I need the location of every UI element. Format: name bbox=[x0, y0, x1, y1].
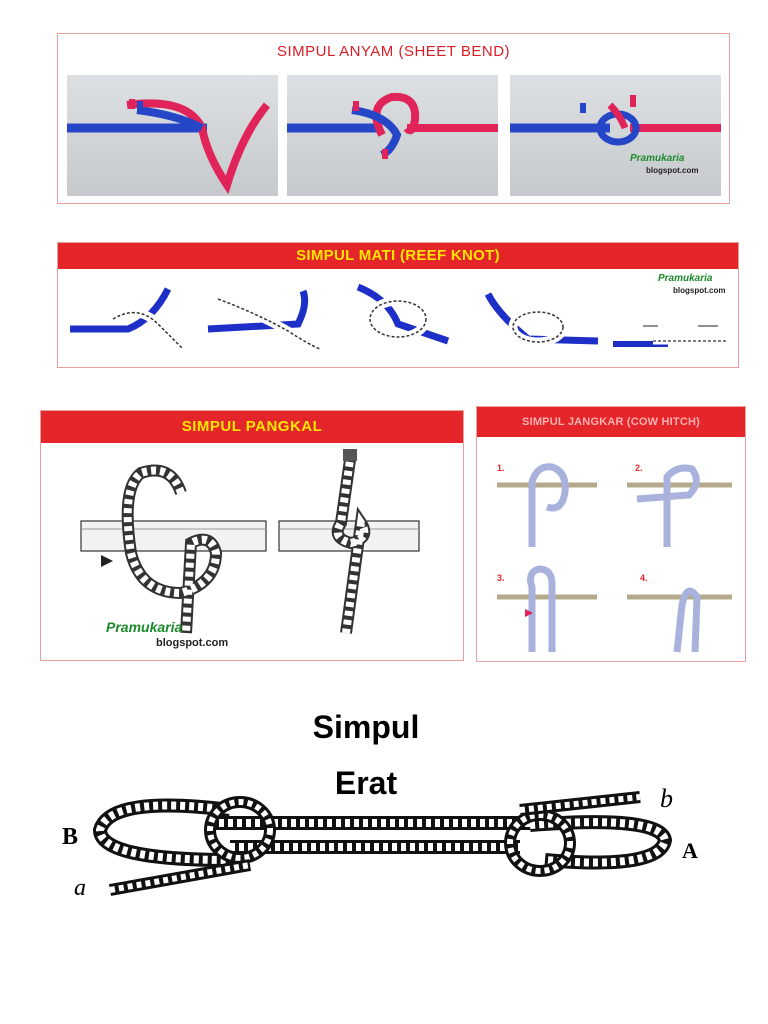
site-label: blogspot.com bbox=[646, 166, 699, 175]
reef-knot-title: SIMPUL MATI (REEF KNOT) bbox=[296, 247, 500, 264]
label-A: A bbox=[682, 838, 698, 863]
clove-hitch-panel: SIMPUL PANGKAL Pramukaria blogspot.com bbox=[40, 410, 464, 661]
simpul-erat-title-line1: Simpul bbox=[312, 709, 420, 745]
sheet-bend-title: SIMPUL ANYAM (SHEET BEND) bbox=[276, 43, 511, 60]
site-label: blogspot.com bbox=[673, 286, 726, 295]
reef-knot-logo: Pramukaria blogspot.com bbox=[618, 273, 728, 303]
cow-hitch-banner: SIMPUL JANGKAR (COW HITCH) bbox=[477, 407, 745, 437]
sheet-bend-photo-1 bbox=[67, 75, 278, 196]
sheet-bend-photo-3: Pramukaria blogspot.com bbox=[510, 75, 721, 196]
brand-label: Pramukaria bbox=[658, 273, 713, 284]
clove-hitch-illustration bbox=[80, 449, 420, 634]
cow-hitch-steps bbox=[497, 463, 732, 653]
step-3-label: 3. bbox=[497, 573, 505, 583]
site-label: blogspot.com bbox=[156, 637, 229, 649]
simpul-erat-title-line2: Erat bbox=[334, 765, 398, 801]
sheet-bend-logo: Pramukaria blogspot.com bbox=[620, 153, 720, 183]
step-1-label: 1. bbox=[497, 463, 505, 473]
cow-hitch-panel: SIMPUL JANGKAR (COW HITCH) 1. 2. 3. 4. bbox=[476, 406, 746, 662]
reef-knot-steps bbox=[70, 283, 728, 354]
reef-knot-banner: SIMPUL MATI (REEF KNOT) bbox=[58, 243, 738, 269]
sheet-bend-panel: SIMPUL ANYAM (SHEET BEND) bbox=[57, 33, 730, 204]
cow-hitch-title: SIMPUL JANGKAR (COW HITCH) bbox=[522, 416, 700, 428]
step-2-label: 2. bbox=[635, 463, 643, 473]
step-4-label: 4. bbox=[640, 573, 648, 583]
clove-hitch-banner: SIMPUL PANGKAL bbox=[41, 411, 463, 443]
sheet-bend-photo-2 bbox=[287, 75, 498, 196]
brand-label: Pramukaria bbox=[630, 153, 685, 164]
sheepshank-illustration bbox=[92, 791, 673, 896]
reef-knot-panel: SIMPUL MATI (REEF KNOT) Pramukaria blogs… bbox=[57, 242, 739, 368]
label-B: B bbox=[62, 824, 79, 850]
label-b: b bbox=[660, 784, 673, 813]
label-a: a bbox=[74, 875, 86, 901]
clove-hitch-logo: Pramukaria blogspot.com bbox=[46, 617, 236, 657]
clove-hitch-title: SIMPUL PANGKAL bbox=[181, 418, 323, 435]
brand-label: Pramukaria bbox=[106, 619, 183, 635]
